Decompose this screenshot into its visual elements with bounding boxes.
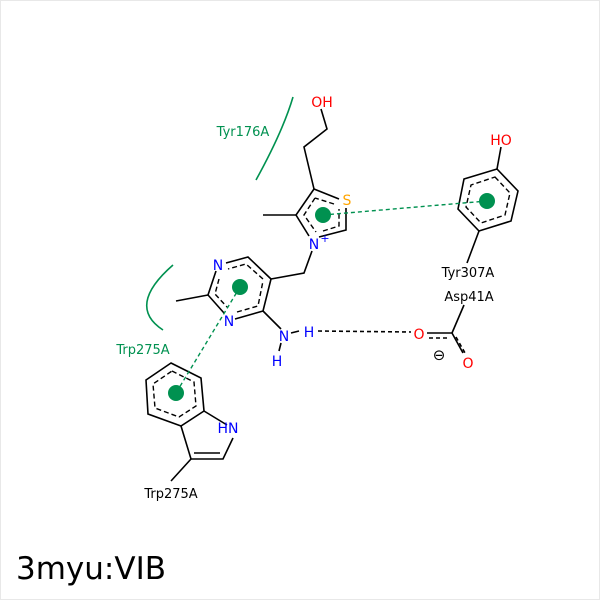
label-tyr176: Tyr176A — [216, 125, 270, 140]
atom-asp-o1: O — [413, 327, 424, 343]
pyrimidine-ring — [175, 256, 300, 352]
charge-minus: ⊖ — [433, 346, 446, 364]
atom-amine-n: N — [279, 329, 289, 345]
ring-centroid-pyrimidine — [232, 279, 248, 295]
ring-centroid-trp275 — [168, 385, 184, 401]
atom-n3: N — [224, 314, 234, 330]
atom-trp-hn: HN — [218, 421, 239, 437]
atom-s: S — [343, 193, 352, 209]
trp275-indole — [145, 362, 234, 482]
label-trp275-hydrophobic: Trp275A — [115, 343, 169, 358]
diagram-title: 3myu:VIB — [16, 551, 166, 587]
ring-centroid-tyr307 — [479, 193, 495, 209]
hydrophobic-arc-trp275 — [146, 264, 174, 331]
atom-n1: N — [213, 258, 223, 274]
atom-oh: OH — [311, 95, 333, 111]
pi-stacking-trp275 — [175, 286, 241, 394]
atom-amine-h2: H — [272, 354, 283, 370]
thiazolium-ring — [263, 108, 347, 280]
hbond-asp41 — [317, 330, 412, 333]
atom-amine-h1: H — [304, 325, 315, 341]
asp41-carboxylate — [427, 304, 466, 354]
tyr307-ring — [457, 146, 519, 264]
ring-centroid-thiazolium — [315, 207, 331, 223]
atom-tyr-ho: HO — [490, 133, 512, 149]
atom-asp-o2: O — [462, 356, 473, 372]
hydrophobic-arc-tyr176 — [255, 96, 294, 181]
label-tyr307: Tyr307A — [441, 266, 495, 281]
label-asp41: Asp41A — [444, 290, 493, 305]
charge-plus: + — [320, 232, 329, 245]
atom-n-thiazolium: N — [309, 237, 319, 253]
label-trp275: Trp275A — [143, 487, 197, 502]
